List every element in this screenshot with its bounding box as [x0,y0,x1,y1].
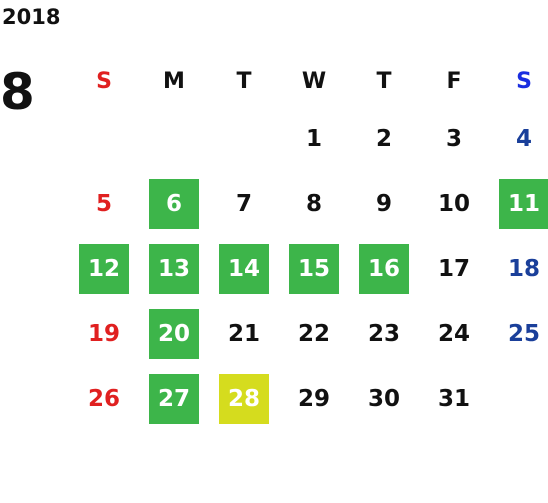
weekday-header-wednesday: W [301,68,327,94]
day-cell[interactable]: 12 [69,243,139,294]
day-number: 7 [235,190,252,217]
day-cell[interactable]: 20 [139,308,209,359]
week-row: 26 27 28 29 30 31 [69,366,548,431]
day-number: 18 [507,255,540,282]
day-cell [209,114,279,164]
day-cell[interactable]: 13 [139,243,209,294]
day-number: 9 [375,190,392,217]
day-number: 26 [87,385,120,412]
day-number: 29 [297,385,330,412]
day-number: 17 [437,255,470,282]
day-cell[interactable]: 8 [279,179,349,229]
day-number: 22 [297,320,330,347]
day-cell[interactable]: 24 [419,309,489,359]
day-number: 23 [367,320,400,347]
highlighted-day-number: 15 [289,243,339,294]
day-number: 21 [227,320,260,347]
day-cell[interactable]: 9 [349,179,419,229]
highlighted-day-number: 12 [79,243,129,294]
highlighted-day-number: 20 [149,308,199,359]
day-number: 31 [437,385,470,412]
day-cell [489,374,548,424]
weekday-header-thursday: T [376,68,392,94]
day-cell[interactable]: 16 [349,243,419,294]
day-cell[interactable]: 29 [279,374,349,424]
weekday-header-saturday: S [516,68,532,94]
day-cell[interactable]: 26 [69,374,139,424]
day-number: 30 [367,385,400,412]
day-number: 3 [445,125,462,152]
day-cell[interactable]: 11 [489,178,548,229]
highlighted-day-number: 27 [149,373,199,424]
highlighted-day-number: 11 [499,178,548,229]
week-row: 5 6 7 8 9 10 11 [69,171,548,236]
day-cell[interactable]: 6 [139,178,209,229]
weekday-header-friday: F [446,68,462,94]
weekday-header-tuesday: T [236,68,252,94]
weekday-header-row: S M T W T F S [69,56,548,106]
highlighted-day-number: 13 [149,243,199,294]
day-cell[interactable]: 31 [419,374,489,424]
day-number [499,374,548,424]
day-cell[interactable]: 3 [419,114,489,164]
weekday-header-monday: M [163,68,185,94]
day-cell[interactable]: 28 [209,373,279,424]
day-cell[interactable]: 30 [349,374,419,424]
day-cell[interactable]: 14 [209,243,279,294]
day-number: 19 [87,320,120,347]
day-number: 10 [437,190,470,217]
day-cell[interactable]: 21 [209,309,279,359]
day-cell[interactable]: 15 [279,243,349,294]
month-label: 8 [0,63,35,121]
day-number: 24 [437,320,470,347]
weekday-header-sunday: S [96,68,112,94]
day-number: 5 [95,190,112,217]
highlighted-day-number: 28 [219,373,269,424]
day-number: 25 [507,320,540,347]
highlighted-day-number: 6 [149,178,199,229]
day-cell[interactable]: 5 [69,179,139,229]
day-cell[interactable]: 17 [419,244,489,294]
week-row: 12 13 14 15 16 17 18 [69,236,548,301]
day-cell[interactable]: 19 [69,309,139,359]
day-cell[interactable]: 18 [489,244,548,294]
day-cell[interactable]: 7 [209,179,279,229]
highlighted-day-number: 14 [219,243,269,294]
day-number: 2 [375,125,392,152]
day-number [149,114,199,164]
day-cell[interactable]: 27 [139,373,209,424]
day-cell[interactable]: 22 [279,309,349,359]
week-row: 1 2 3 4 [69,106,548,171]
day-cell[interactable]: 10 [419,179,489,229]
day-number: 4 [515,125,532,152]
year-label: 2018 [2,5,61,29]
day-number [219,114,269,164]
day-cell[interactable]: 25 [489,309,548,359]
day-number [79,114,129,164]
day-cell[interactable]: 2 [349,114,419,164]
day-cell [69,114,139,164]
day-cell[interactable]: 4 [489,114,548,164]
highlighted-day-number: 16 [359,243,409,294]
day-cell[interactable]: 23 [349,309,419,359]
week-row: 19 20 21 22 23 24 25 [69,301,548,366]
day-cell[interactable]: 1 [279,114,349,164]
day-number: 1 [305,125,322,152]
day-cell [139,114,209,164]
day-number: 8 [305,190,322,217]
